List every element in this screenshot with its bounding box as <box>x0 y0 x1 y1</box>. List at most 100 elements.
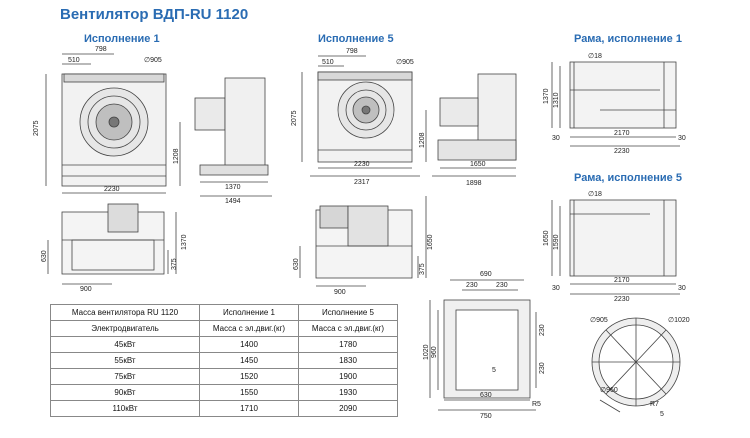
dim-isp1-375: 375 <box>171 258 178 270</box>
dim-rama1-30a: 30 <box>552 135 560 142</box>
dim-isp5-1650b: 1650 <box>427 234 434 250</box>
dim-round-1020: ∅1020 <box>668 317 690 324</box>
section-title-rama5: Рама, исполнение 5 <box>574 172 682 184</box>
dim-isp5-510: 510 <box>322 59 334 66</box>
table-cell: 1710 <box>199 400 299 417</box>
isp1-front-view <box>45 53 181 194</box>
table-header-row: Масса вентилятора RU 1120 Исполнение 1 И… <box>50 304 398 321</box>
dim-rama5-2170: 2170 <box>614 277 630 284</box>
dim-flange-230a: 230 <box>466 282 478 289</box>
table-cell: 55кВт <box>50 352 200 369</box>
dim-rama5-30a: 30 <box>552 285 560 292</box>
dim-flange-230b: 230 <box>496 282 508 289</box>
dim-rama1-2230: 2230 <box>614 148 630 155</box>
table-cell: 1930 <box>298 384 398 401</box>
dim-isp5-375: 375 <box>419 263 426 275</box>
table-row: 55кВт 1450 1830 <box>50 352 398 369</box>
table-subheader-cell: Масса с эл.двиг.(кг) <box>298 320 398 337</box>
dim-isp1-1208: 1208 <box>173 148 180 164</box>
table-header-cell: Масса вентилятора RU 1120 <box>50 304 200 321</box>
dim-rama5-1590: 1590 <box>553 234 560 250</box>
dim-isp1-1494: 1494 <box>225 198 241 205</box>
dim-isp5-630: 630 <box>293 258 300 270</box>
dim-isp5-798: 798 <box>346 48 358 55</box>
table-cell: 1400 <box>199 336 299 353</box>
table-row: 110кВт 1710 2090 <box>50 400 398 417</box>
table-cell: 2090 <box>298 400 398 417</box>
table-cell: 1550 <box>199 384 299 401</box>
dim-isp5-905: ∅905 <box>396 59 414 66</box>
dim-flange-230c: 230 <box>539 324 546 336</box>
mass-table: Масса вентилятора RU 1120 Исполнение 1 И… <box>50 304 398 417</box>
isp5-front-view <box>301 55 427 177</box>
dim-isp1-2075: 2075 <box>33 120 40 136</box>
dim-isp5-2075: 2075 <box>291 110 298 126</box>
table-cell: 1520 <box>199 368 299 385</box>
page-title: Вентилятор ВДП-RU 1120 <box>60 6 249 23</box>
dim-isp1-1370: 1370 <box>225 184 241 191</box>
table-cell: 90кВт <box>50 384 200 401</box>
dim-isp5-1208: 1208 <box>419 132 426 148</box>
dim-rama1-1310: 1310 <box>553 92 560 108</box>
table-cell: 1830 <box>298 352 398 369</box>
dim-flange-690: 690 <box>480 271 492 278</box>
table-subheader-cell: Масса с эл.двиг.(кг) <box>199 320 299 337</box>
round-flange-drawing <box>591 317 681 413</box>
dim-isp1-900: 900 <box>80 286 92 293</box>
dim-rama5-30b: 30 <box>678 285 686 292</box>
dim-flange-630: 630 <box>480 392 492 399</box>
table-cell: 110кВт <box>50 400 200 417</box>
section-title-rama1: Рама, исполнение 1 <box>574 33 682 45</box>
isp1-side-view <box>194 77 272 197</box>
dim-rama5-1650: 1650 <box>543 230 550 246</box>
dim-isp5-1898: 1898 <box>466 180 482 187</box>
section-title-isp1: Исполнение 1 <box>84 33 160 45</box>
dim-isp1-2230: 2230 <box>104 186 120 193</box>
rama5-frame <box>551 199 680 295</box>
table-subheader-row: Электродвигатель Масса с эл.двиг.(кг) Ма… <box>50 320 398 337</box>
dim-round-r7: R7 <box>650 401 659 408</box>
dim-round-960: ∅960 <box>600 387 618 394</box>
table-cell: 45кВт <box>50 336 200 353</box>
dim-flange-750: 750 <box>480 413 492 420</box>
table-row: 90кВт 1550 1930 <box>50 384 398 401</box>
table-row: 75кВт 1520 1900 <box>50 368 398 385</box>
dim-flange-230d: 230 <box>539 362 546 374</box>
dim-rama1-30b: 30 <box>678 135 686 142</box>
isp1-plan-view <box>47 203 177 285</box>
dim-round-905: ∅905 <box>590 317 608 324</box>
dim-rama1-1370: 1370 <box>543 88 550 104</box>
table-cell: 1900 <box>298 368 398 385</box>
rama1-frame <box>551 61 680 147</box>
dim-isp1-798: 798 <box>95 46 107 53</box>
dim-isp5-2230: 2230 <box>354 161 370 168</box>
dim-flange-960: 960 <box>431 346 438 358</box>
isp5-side-view <box>432 73 517 177</box>
dim-isp1-630: 630 <box>41 250 48 262</box>
dim-rama5-2230: 2230 <box>614 296 630 303</box>
dim-round-5: 5 <box>660 411 664 418</box>
table-cell: 1450 <box>199 352 299 369</box>
dim-flange-1020: 1020 <box>423 344 430 360</box>
table-header-cell: Исполнение 5 <box>298 304 398 321</box>
table-header-cell: Исполнение 1 <box>199 304 299 321</box>
isp5-plan-view <box>299 196 427 287</box>
dim-isp5-1650: 1650 <box>470 161 486 168</box>
dim-rama5-18: ∅18 <box>588 191 602 198</box>
table-cell: 75кВт <box>50 368 200 385</box>
dim-isp1-905: ∅905 <box>144 57 162 64</box>
table-row: 45кВт 1400 1780 <box>50 336 398 353</box>
dim-isp1-1370b: 1370 <box>181 234 188 250</box>
dim-flange-5: 5 <box>492 367 496 374</box>
dim-isp5-900: 900 <box>334 289 346 296</box>
section-title-isp5: Исполнение 5 <box>318 33 394 45</box>
dim-rama1-18: ∅18 <box>588 53 602 60</box>
table-cell: 1780 <box>298 336 398 353</box>
dim-flange-r5: R5 <box>532 401 541 408</box>
dim-isp1-510: 510 <box>68 57 80 64</box>
flange-drawing <box>429 279 537 411</box>
table-subheader-cell: Электродвигатель <box>50 320 200 337</box>
dim-isp5-2317: 2317 <box>354 179 370 186</box>
dim-rama1-2170: 2170 <box>614 130 630 137</box>
